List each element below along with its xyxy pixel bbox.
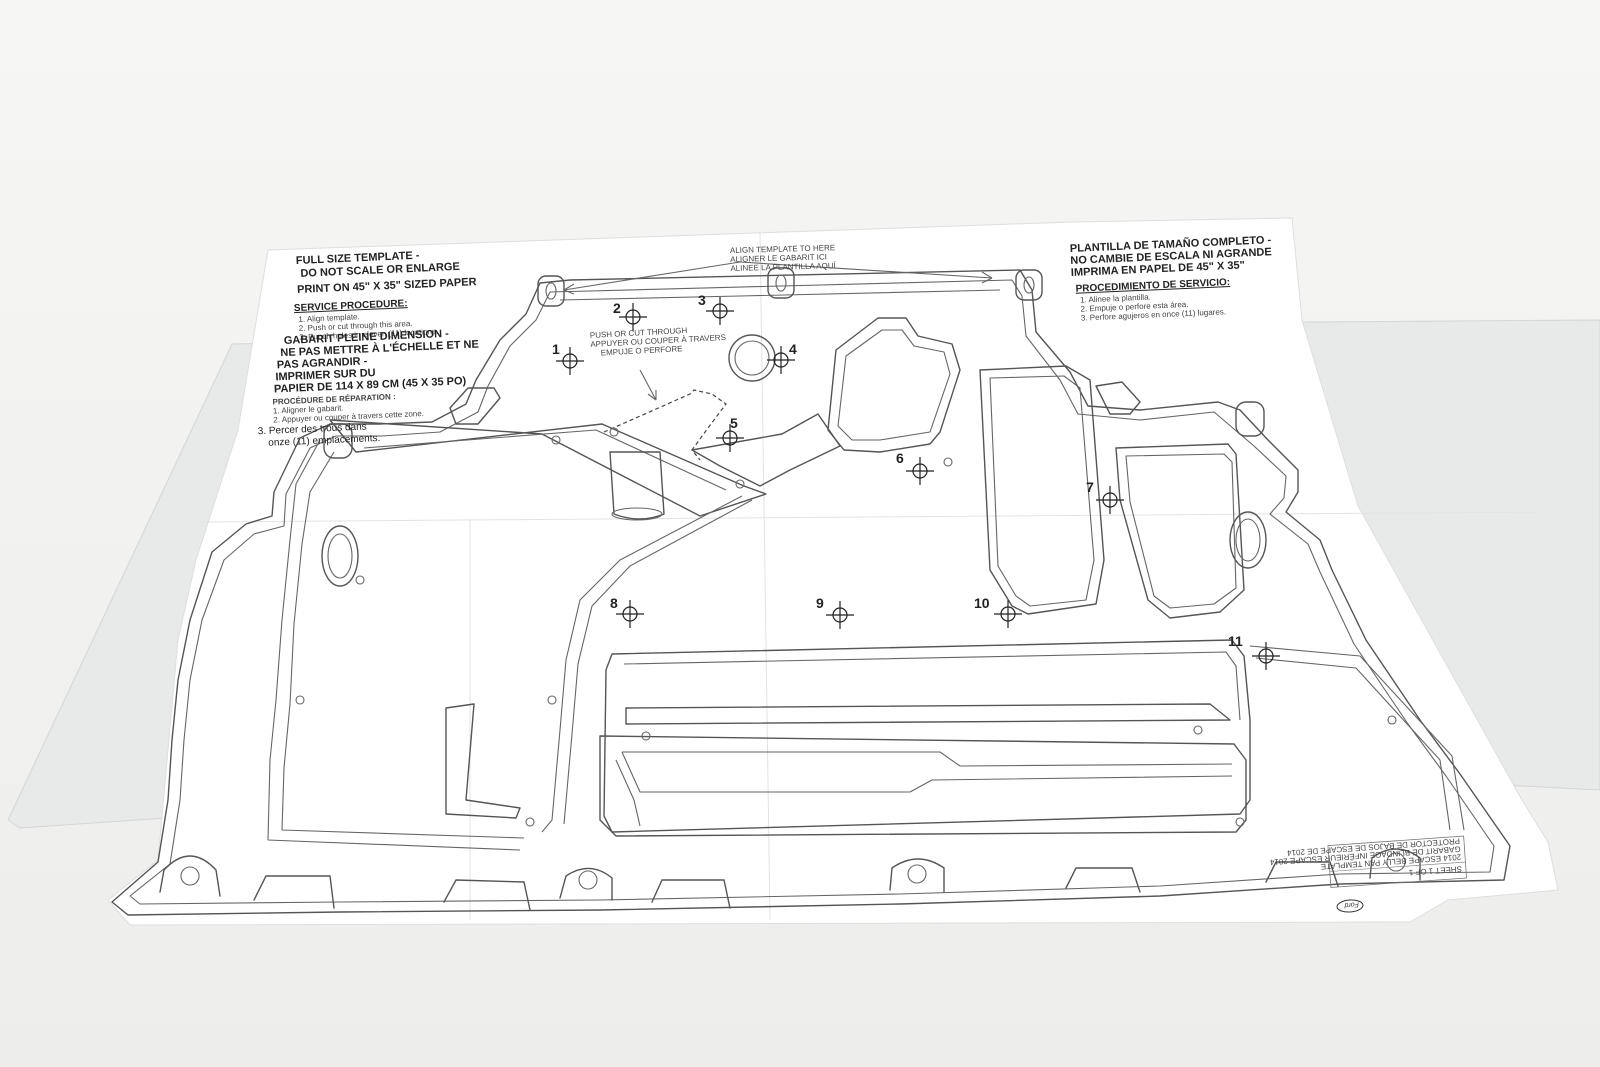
english-service-title: SERVICE PROCEDURE: xyxy=(294,298,408,314)
push-cut-line-3: EMPUJE O PERFORE xyxy=(601,344,683,357)
hole-2: 2 xyxy=(613,300,647,331)
align-label-line-3: ALINEE LA PLANTILLA AQUÍ xyxy=(730,261,836,273)
hole-9: 9 xyxy=(816,595,854,629)
align-label-line-1: ALIGN TEMPLATE TO HERE xyxy=(730,243,835,255)
hole-6: 6 xyxy=(896,450,934,485)
align-template-label: ALIGN TEMPLATE TO HERE ALIGNER LE GABARI… xyxy=(730,243,837,273)
hole-8-label: 8 xyxy=(610,595,618,611)
ford-logo-text: Ford xyxy=(1343,900,1359,908)
hole-1-label: 1 xyxy=(552,341,560,357)
hole-3-label: 3 xyxy=(698,292,706,308)
belly-pan-outline xyxy=(111,261,1511,916)
hole-7: 7 xyxy=(1086,479,1124,514)
hole-2-label: 2 xyxy=(613,300,621,316)
hole-9-label: 9 xyxy=(816,595,824,611)
push-cut-label: PUSH OR CUT THROUGH APPUYER OU COUPER À … xyxy=(590,326,726,358)
hole-5: 5 xyxy=(716,415,744,452)
title-block-sheet: SHEET 1 OF 1 xyxy=(1408,864,1462,877)
align-label-line-2: ALIGNER LE GABARIT ICI xyxy=(730,252,827,264)
hole-4-label: 4 xyxy=(789,341,797,357)
hole-3: 3 xyxy=(698,292,734,325)
english-header-line-1: FULL SIZE TEMPLATE - xyxy=(296,250,420,267)
hole-1: 1 xyxy=(552,341,584,375)
french-step-4: onze (11) emplacements. xyxy=(268,433,380,449)
ford-logo: Ford xyxy=(1336,899,1364,913)
hole-8: 8 xyxy=(610,595,644,628)
spanish-step-1: 1. Alinee la plantilla. xyxy=(1080,293,1151,305)
english-step-1: 1. Align template. xyxy=(298,312,360,324)
french-header-line-4: IMPRIMER SUR DU xyxy=(275,367,376,383)
french-step-3: 3. Percer des trous dans xyxy=(258,421,367,437)
hole-11-label: 11 xyxy=(1228,633,1243,649)
hole-10-label: 10 xyxy=(974,595,990,611)
french-header-line-3: PAS AGRANDIR - xyxy=(277,355,368,371)
paper-folds xyxy=(197,231,1541,921)
french-step-1: 1. Aligner le gabarit. xyxy=(273,403,344,415)
hole-7-label: 7 xyxy=(1086,479,1094,495)
punch-holes: 1 2 3 4 5 6 xyxy=(552,292,1280,670)
hole-4: 4 xyxy=(767,341,797,374)
hole-11: 11 xyxy=(1228,633,1280,670)
hole-5-label: 5 xyxy=(730,415,738,431)
hole-10: 10 xyxy=(974,595,1022,628)
hole-6-label: 6 xyxy=(896,450,904,466)
